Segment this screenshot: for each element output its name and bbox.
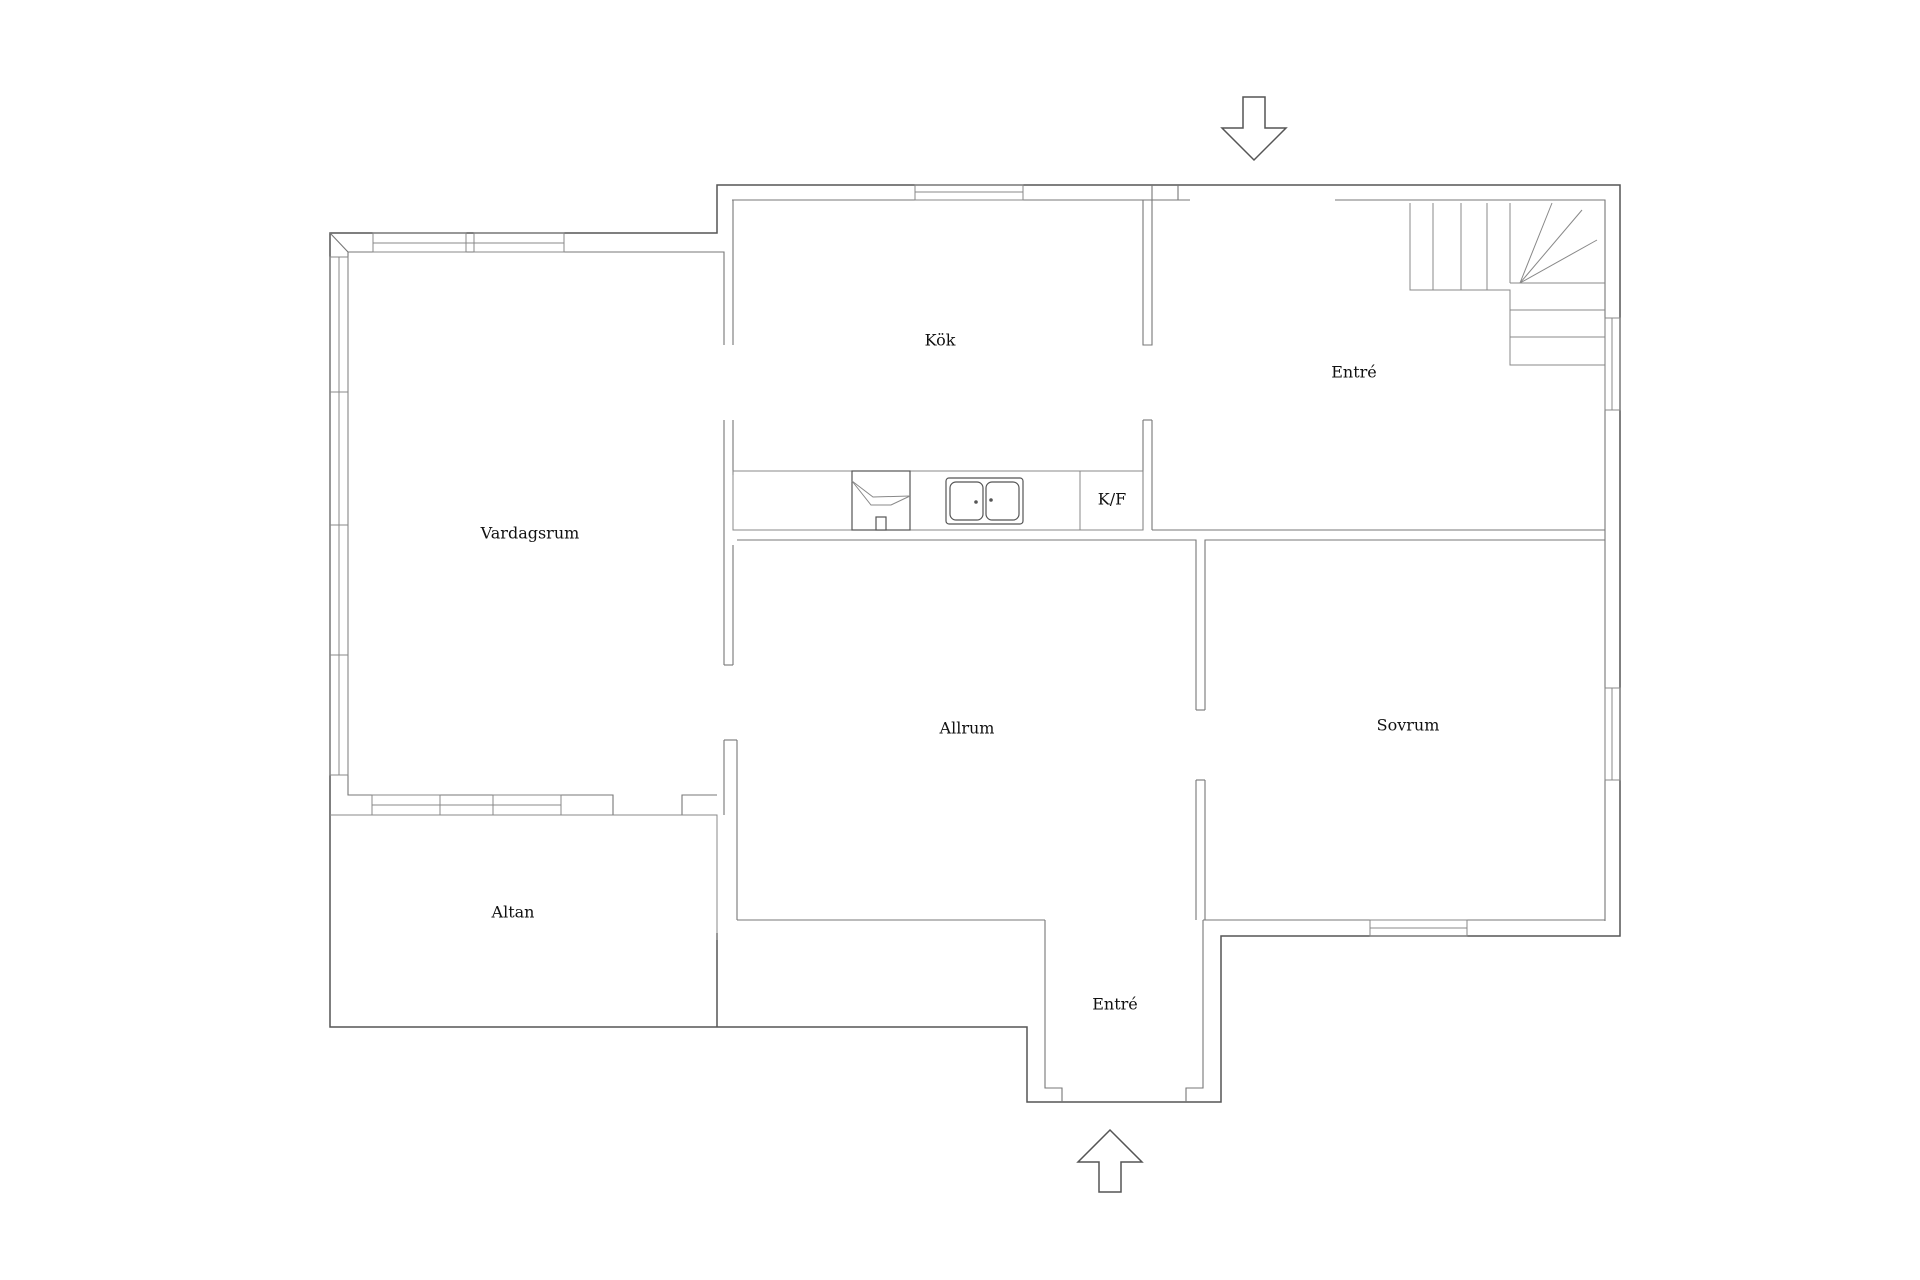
- windows: [329, 184, 1621, 937]
- staircase: [1409, 202, 1605, 366]
- entrance-arrow-north-icon: [1220, 96, 1288, 162]
- room-label-entre-north: Entré: [1331, 363, 1377, 382]
- room-label-kf: K/F: [1098, 490, 1126, 509]
- room-label-entre-south: Entré: [1092, 995, 1138, 1014]
- entrance-arrow-south-icon: [1076, 1128, 1144, 1193]
- room-label-kok: Kök: [925, 331, 956, 350]
- kitchen-counter: [732, 470, 1144, 531]
- room-label-sovrum: Sovrum: [1377, 716, 1440, 735]
- room-label-vardagsrum: Vardagsrum: [480, 524, 580, 543]
- room-label-allrum: Allrum: [939, 719, 995, 738]
- stove-icon: [851, 470, 911, 531]
- room-label-altan: Altan: [491, 903, 535, 922]
- sink-icon: [945, 477, 1024, 525]
- interior-walls: [723, 185, 1605, 920]
- exterior-walls: [329, 184, 1621, 1103]
